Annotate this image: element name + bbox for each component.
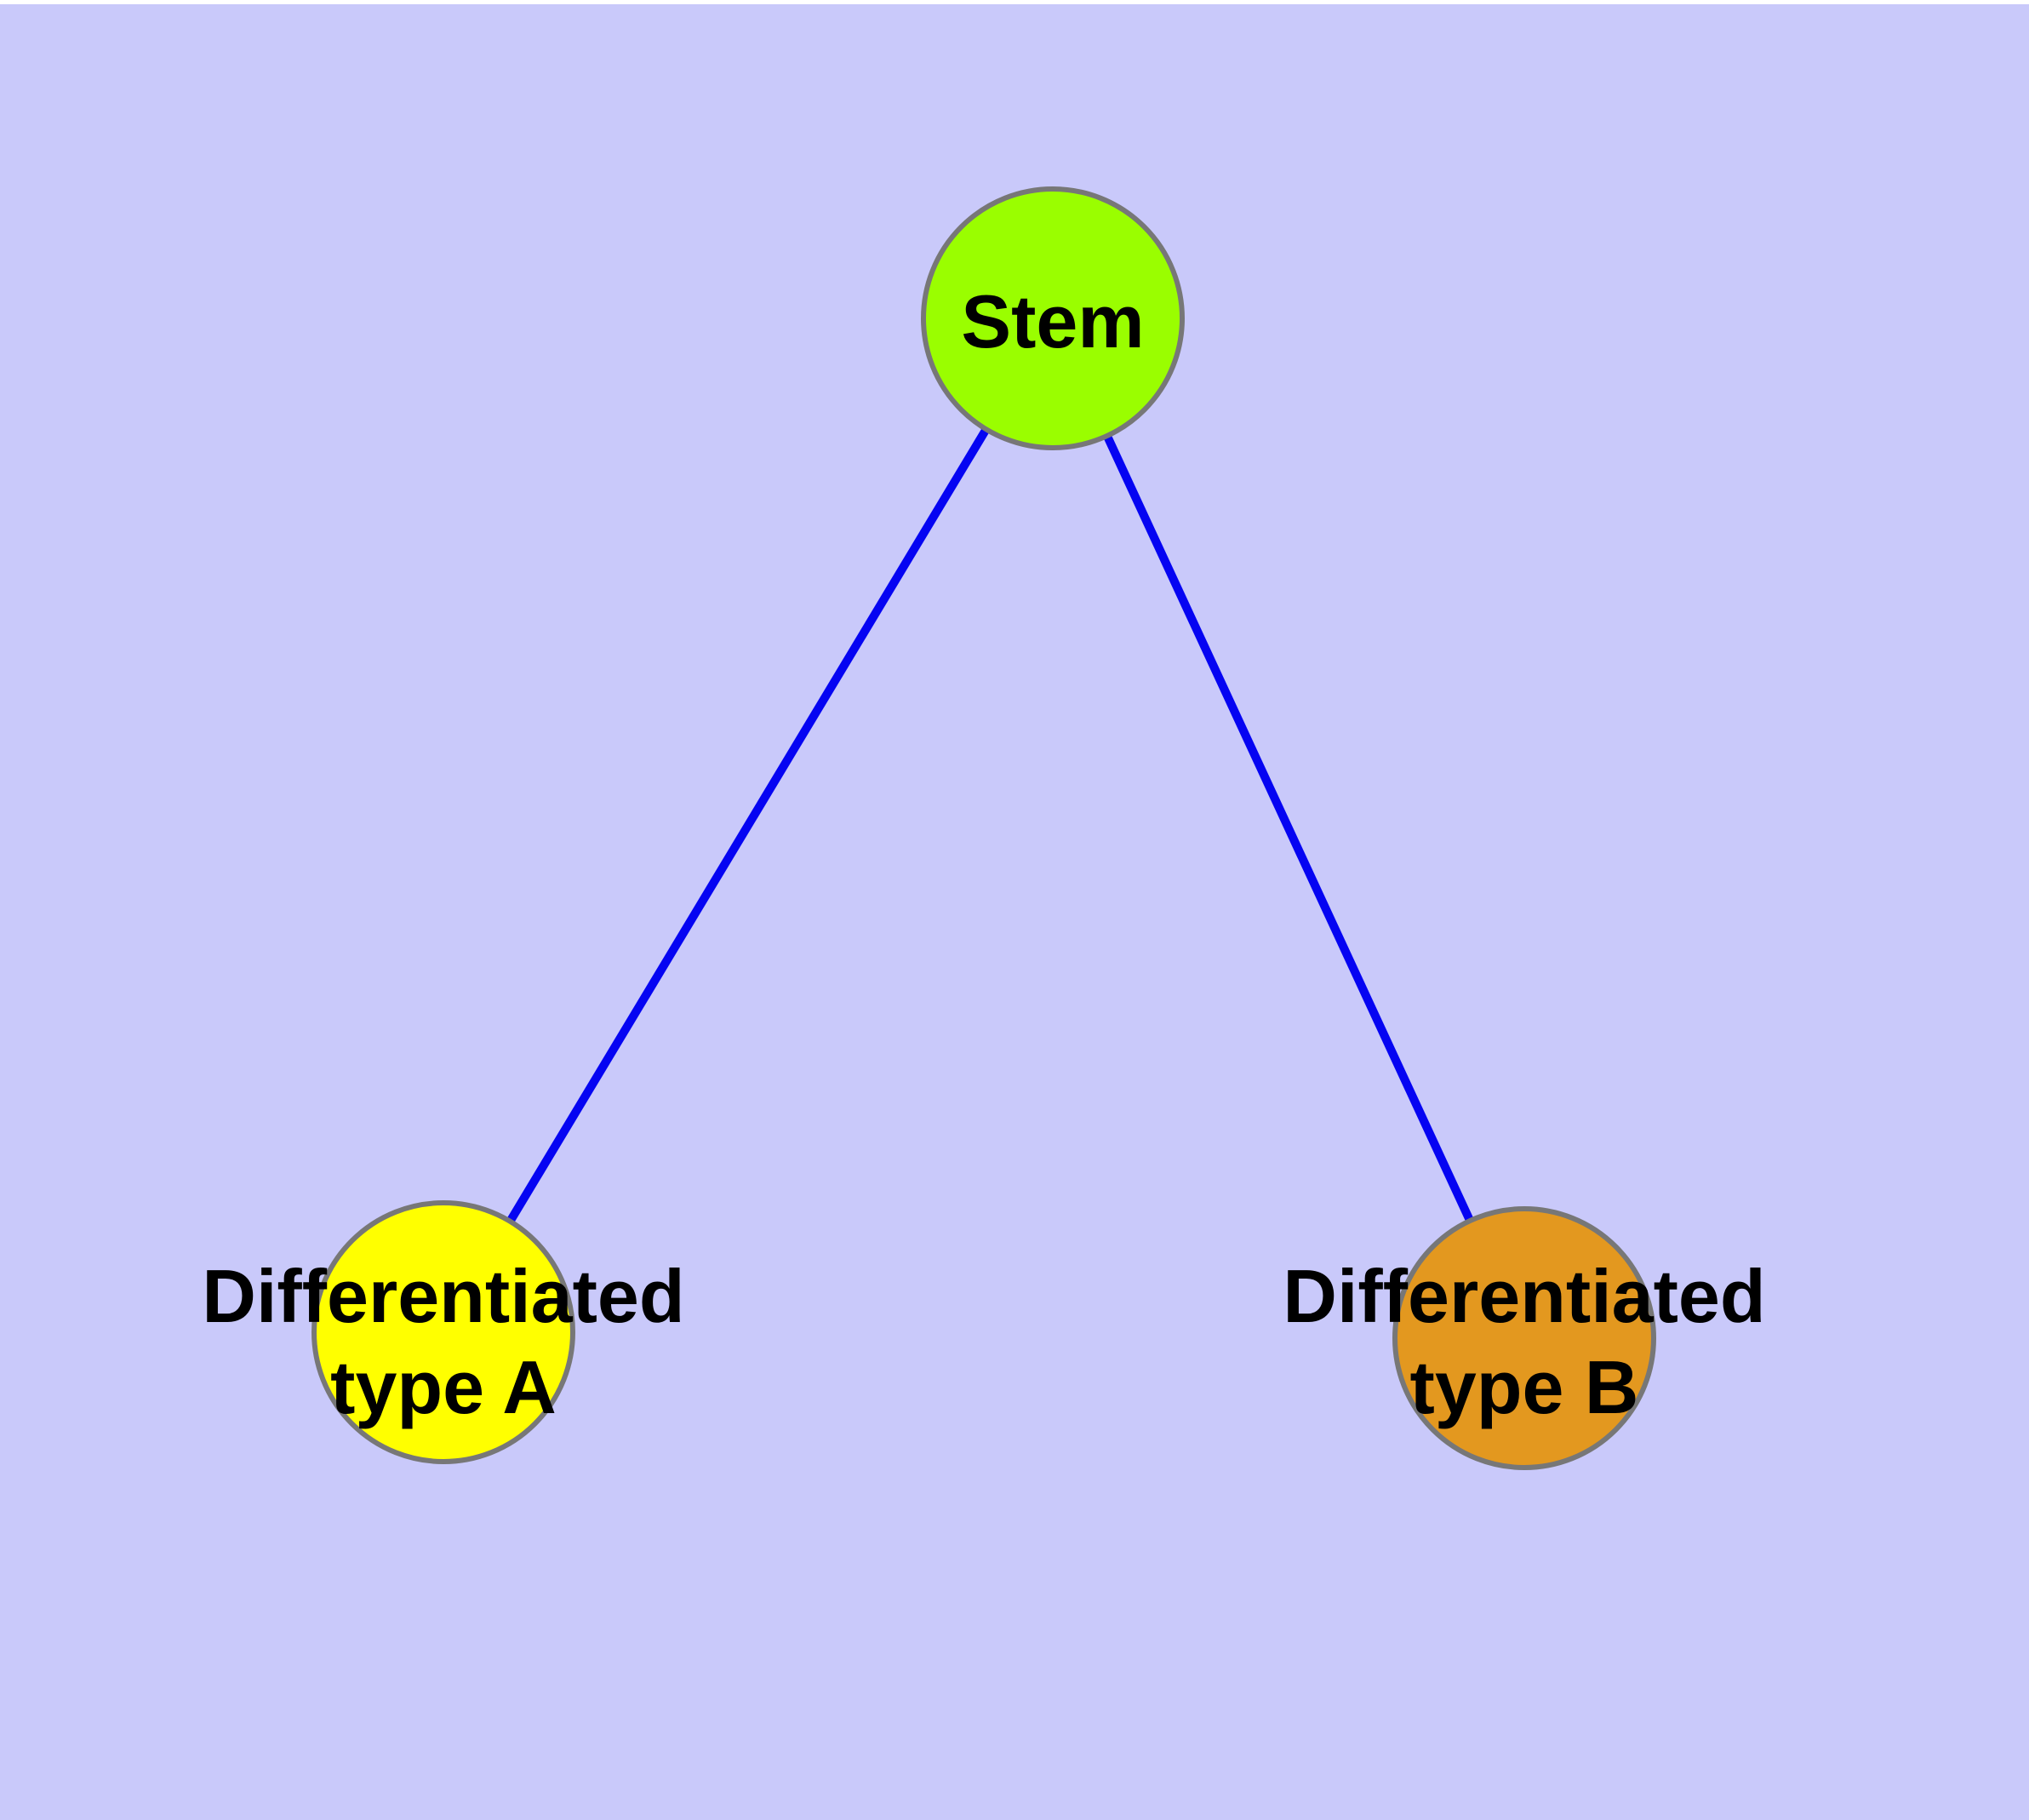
node-labels: Stem Differentiated type A Differentiate… <box>202 279 1765 1429</box>
node-label-type-a-line2: type A <box>330 1345 557 1429</box>
top-margin-strip <box>0 0 2029 4</box>
edge-stem-to-type-a <box>439 316 1057 1335</box>
node-differentiated-type-a <box>311 1200 575 1464</box>
node-stem <box>921 186 1185 450</box>
node-label-stem: Stem <box>961 279 1144 363</box>
node-label-type-b-line2: type B <box>1410 1345 1639 1429</box>
node-label-type-a-line1: Differentiated <box>202 1254 684 1338</box>
node-differentiated-type-b <box>1392 1206 1656 1470</box>
nodes <box>311 186 1656 1470</box>
edges <box>439 316 1529 1341</box>
edge-stem-to-type-b <box>1049 316 1529 1341</box>
node-label-type-b-line1: Differentiated <box>1283 1254 1765 1338</box>
